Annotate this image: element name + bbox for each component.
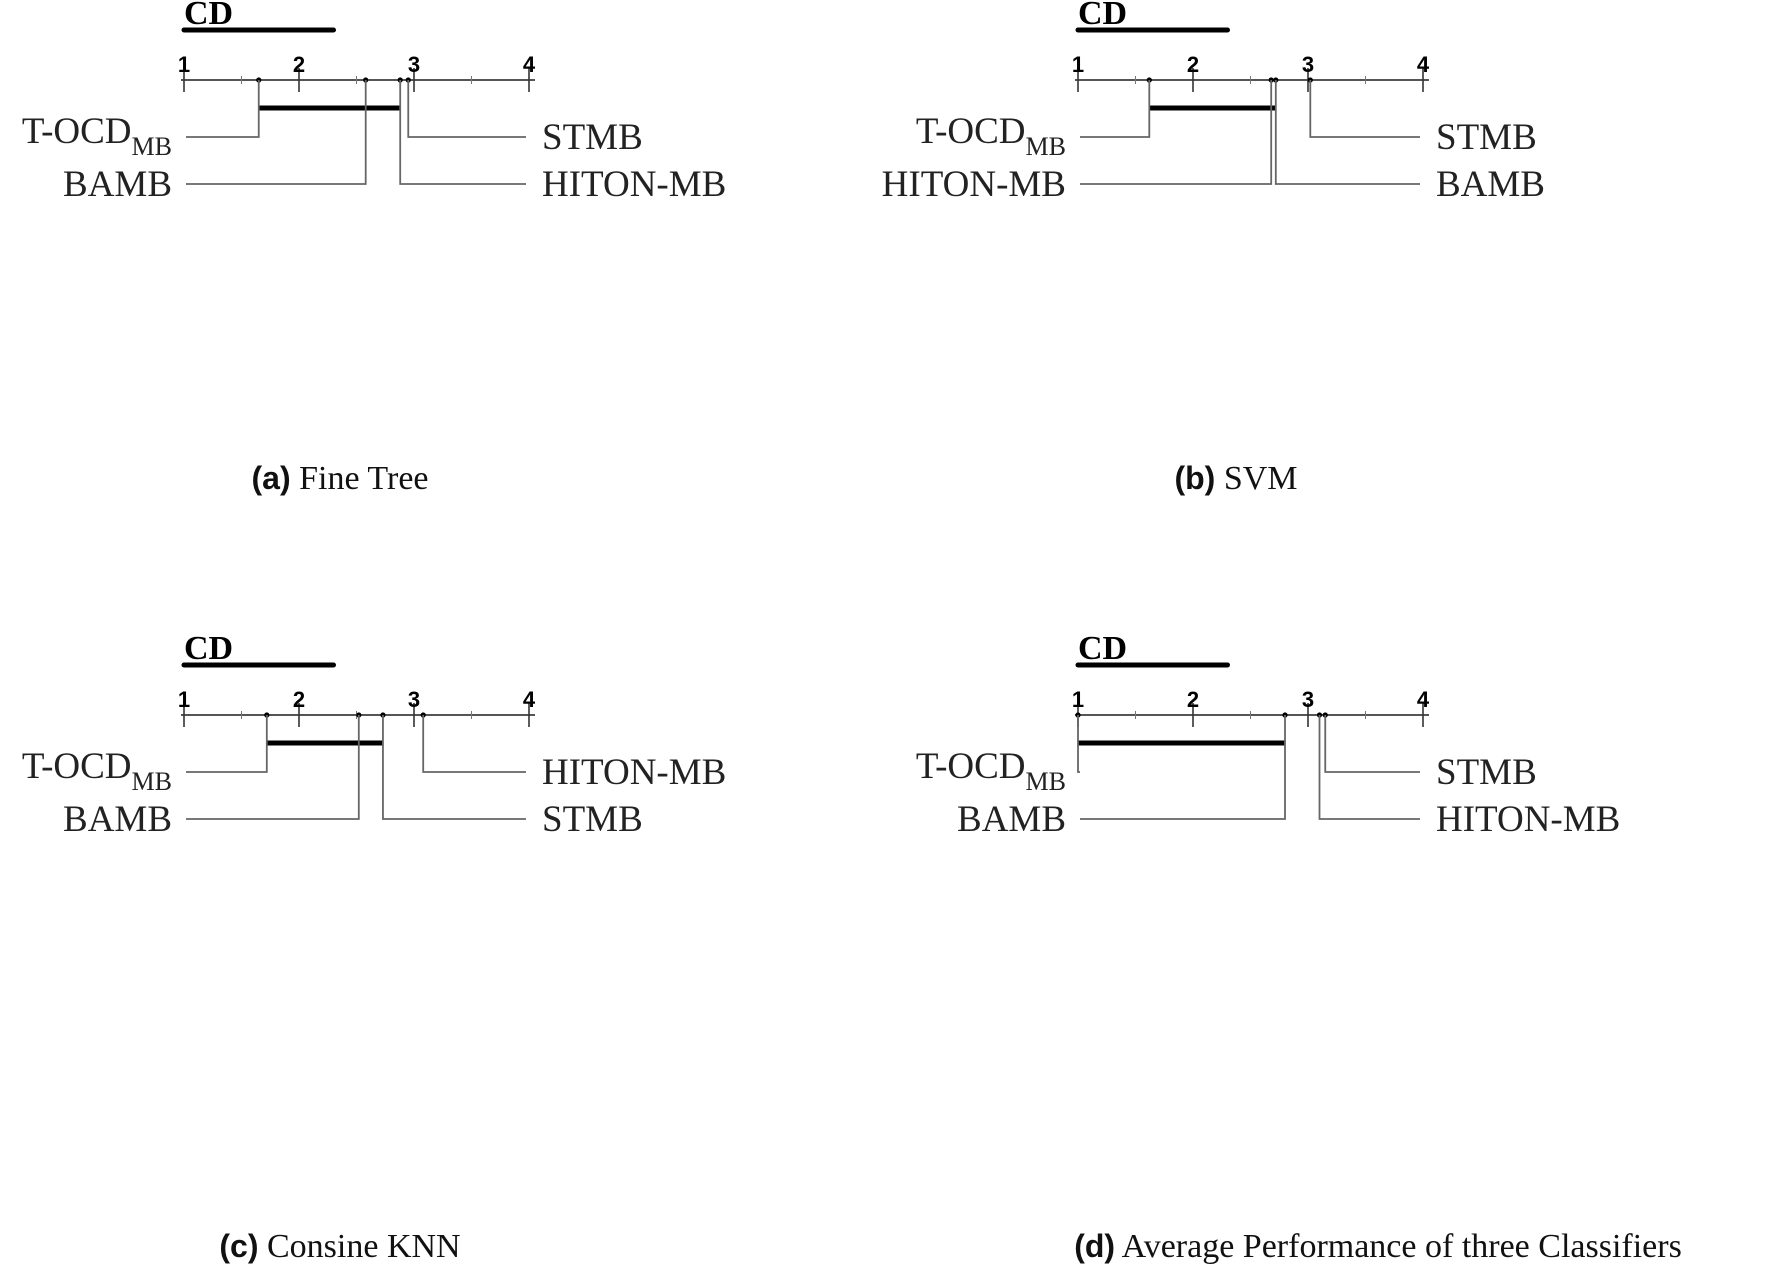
method-label: T-OCDMB [22, 111, 172, 161]
method-subscript: MB [132, 767, 172, 796]
method-label: HITON-MB [1436, 799, 1620, 840]
caption-text: Average Performance of three Classifiers [1121, 1228, 1682, 1265]
caption-a: (a) Fine Tree [251, 460, 428, 498]
method-connector [407, 80, 526, 138]
method-label: STMB [1436, 752, 1537, 793]
axis-tick-label: 1 [1072, 687, 1084, 712]
method-connector [1274, 80, 1420, 185]
method-connector [186, 715, 268, 773]
method-name: STMB [1436, 752, 1537, 793]
method-connector [1080, 80, 1273, 185]
method-name: BAMB [1436, 164, 1545, 205]
axis-tick-label: 2 [1187, 687, 1199, 712]
method-label: STMB [1436, 117, 1537, 158]
method-name: HITON-MB [542, 752, 726, 793]
caption-letter: (c) [219, 1228, 259, 1264]
cd-label: CD [184, 0, 233, 32]
method-name: BAMB [63, 164, 172, 205]
method-name: HITON-MB [882, 164, 1066, 205]
method-name: T-OCD [22, 746, 132, 787]
method-label: BAMB [63, 164, 172, 205]
caption-text: Consine KNN [267, 1228, 461, 1265]
axis-tick-label: 3 [408, 52, 420, 77]
method-connector [382, 715, 526, 820]
axis-tick-label: 1 [178, 52, 190, 77]
method-name: STMB [1436, 117, 1537, 158]
axis-tick-label: 2 [293, 687, 305, 712]
axis-tick-label: 1 [178, 687, 190, 712]
method-connector [1077, 715, 1080, 773]
method-connector [1080, 715, 1286, 820]
method-name: HITON-MB [542, 164, 726, 205]
axis-tick-label: 4 [1417, 52, 1430, 77]
method-name: T-OCD [916, 746, 1026, 787]
method-connector [1324, 715, 1420, 773]
method-label: STMB [542, 117, 643, 158]
method-name: T-OCD [916, 111, 1026, 152]
axis-tick-label: 3 [1302, 52, 1314, 77]
axis-tick-label: 4 [523, 52, 536, 77]
caption-c: (c) Consine KNN [219, 1228, 460, 1266]
caption-letter: (d) [1074, 1228, 1116, 1264]
axis-tick-label: 3 [1302, 687, 1314, 712]
method-label: HITON-MB [542, 164, 726, 205]
caption-text: SVM [1223, 460, 1298, 497]
cd-label: CD [184, 630, 233, 667]
method-connector [422, 715, 526, 773]
axis-tick-label: 1 [1072, 52, 1084, 77]
method-name: HITON-MB [1436, 799, 1620, 840]
method-name: STMB [542, 799, 643, 840]
method-label: T-OCDMB [916, 746, 1066, 796]
method-label: BAMB [1436, 164, 1545, 205]
caption-b: (b) SVM [1174, 460, 1297, 498]
method-subscript: MB [1026, 132, 1066, 161]
method-label: HITON-MB [542, 752, 726, 793]
caption-text: Fine Tree [299, 460, 429, 497]
axis-tick-label: 4 [523, 687, 536, 712]
method-label: HITON-MB [882, 164, 1066, 205]
method-label: T-OCDMB [22, 746, 172, 796]
caption-letter: (a) [251, 460, 291, 496]
method-subscript: MB [132, 132, 172, 161]
axis-tick-label: 4 [1417, 687, 1430, 712]
axis-tick-label: 2 [1187, 52, 1199, 77]
cd-label: CD [1078, 630, 1127, 667]
method-subscript: MB [1026, 767, 1066, 796]
method-connector [1080, 80, 1151, 138]
caption-letter: (b) [1174, 460, 1216, 496]
method-connector [186, 80, 367, 185]
method-connector [186, 80, 260, 138]
method-name: BAMB [63, 799, 172, 840]
method-label: BAMB [957, 799, 1066, 840]
method-name: T-OCD [22, 111, 132, 152]
method-connector [186, 715, 360, 820]
method-name: STMB [542, 117, 643, 158]
axis-tick-label: 3 [408, 687, 420, 712]
method-label: STMB [542, 799, 643, 840]
caption-d: (d) Average Performance of three Classif… [1074, 1228, 1682, 1266]
cd-label: CD [1078, 0, 1127, 32]
axis-tick-label: 2 [293, 52, 305, 77]
method-connector [1318, 715, 1420, 820]
method-label: BAMB [63, 799, 172, 840]
method-label: T-OCDMB [916, 111, 1066, 161]
method-connector [1309, 80, 1420, 138]
method-connector [399, 80, 526, 185]
method-name: BAMB [957, 799, 1066, 840]
